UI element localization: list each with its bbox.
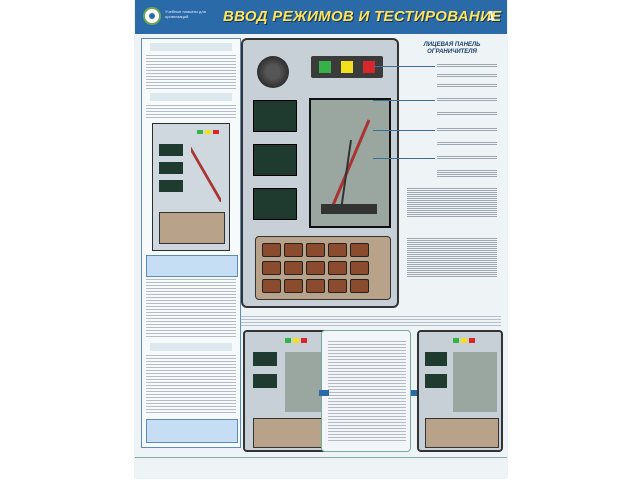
- display-unit-1: [253, 100, 297, 132]
- leader-line: [373, 158, 435, 159]
- text-block: [146, 55, 236, 89]
- panel-button[interactable]: [328, 279, 347, 293]
- bottom-panel-right: [417, 330, 503, 452]
- poster-footer: [135, 457, 507, 478]
- lamp-red-icon: [469, 338, 475, 343]
- indicator-unit: [425, 374, 447, 388]
- crane-screen: [453, 352, 497, 412]
- lamp-red-icon: [301, 338, 307, 343]
- panel-button[interactable]: [350, 243, 369, 257]
- lamp-green-icon: [453, 338, 459, 343]
- panel-button[interactable]: [328, 261, 347, 275]
- arrow-right-icon: [411, 390, 421, 396]
- panel-button[interactable]: [262, 279, 281, 293]
- lamp-yellow-icon: [341, 61, 353, 73]
- panel-button[interactable]: [328, 243, 347, 257]
- logo-caption: Учебные плакаты для организаций: [165, 9, 206, 19]
- crane-screen: [309, 98, 391, 228]
- section-heading-2: [150, 93, 232, 101]
- callout-text: [437, 170, 497, 178]
- indicator-unit: [159, 180, 183, 192]
- display-unit-3: [253, 188, 297, 220]
- text-block: [146, 105, 236, 119]
- indicator-unit: [425, 352, 447, 366]
- poster-header: Учебные плакаты для организаций ВВОД РЕЖ…: [135, 0, 507, 34]
- panel-notes: [241, 316, 501, 328]
- mini-panel-diagram: [152, 123, 230, 251]
- crane-diagram-icon: [321, 119, 377, 214]
- lamp-yellow-icon: [461, 338, 467, 343]
- callout-text: [437, 142, 497, 146]
- left-instructions-column: [141, 38, 241, 448]
- panel-button[interactable]: [262, 243, 281, 257]
- lamp-yellow-icon: [205, 130, 211, 134]
- page-number: 1: [487, 8, 495, 23]
- lamp-green-icon: [285, 338, 291, 343]
- right-callouts-column: ЛИЦЕВАЯ ПАНЕЛЬ ОГРАНИЧИТЕЛЯ: [373, 38, 501, 308]
- poster-title: ВВОД РЕЖИМОВ И ТЕСТИРОВАНИЕ: [223, 8, 502, 25]
- panel-heading: ЛИЦЕВАЯ ПАНЕЛЬ ОГРАНИЧИТЕЛЯ: [423, 42, 481, 55]
- indicator-unit: [253, 352, 277, 366]
- panel-button[interactable]: [350, 279, 369, 293]
- panel-button[interactable]: [306, 243, 325, 257]
- button-block: [425, 418, 499, 448]
- leader-line: [373, 100, 435, 101]
- panel-button[interactable]: [306, 279, 325, 293]
- display-unit-2: [253, 144, 297, 176]
- indicator-unit: [159, 144, 183, 156]
- lamp-yellow-icon: [293, 338, 299, 343]
- text-block: [146, 279, 236, 339]
- callout-text: [437, 98, 497, 102]
- text-block: [146, 355, 236, 415]
- callout-text: [437, 156, 497, 160]
- panel-button[interactable]: [284, 279, 303, 293]
- bottom-middle-notes: [321, 330, 411, 452]
- control-buttons-block: [255, 236, 391, 300]
- limiter-front-panel: [241, 38, 399, 308]
- panel-button[interactable]: [262, 261, 281, 275]
- speaker-icon: [257, 56, 289, 88]
- logo-icon: [143, 7, 161, 25]
- arrow-right-icon: [319, 390, 329, 396]
- callout-text: [407, 238, 497, 278]
- callout-text: [437, 128, 497, 132]
- indicator-unit: [253, 374, 277, 388]
- callout-text: [437, 64, 497, 68]
- callout-text: [437, 84, 497, 88]
- panel-button[interactable]: [350, 261, 369, 275]
- leader-line: [373, 130, 435, 131]
- lamp-red-icon: [213, 130, 219, 134]
- button-block: [159, 212, 225, 244]
- callout-text: [437, 112, 497, 116]
- callout-text: [437, 74, 497, 78]
- leader-line: [373, 66, 435, 67]
- note-box: [146, 255, 238, 277]
- section-heading-1: [150, 43, 232, 51]
- lamp-red-icon: [363, 61, 375, 73]
- panel-button[interactable]: [306, 261, 325, 275]
- indicator-unit: [159, 162, 183, 174]
- lamp-green-icon: [319, 61, 331, 73]
- indicator-lamps: [311, 56, 383, 78]
- poster: Учебные плакаты для организаций ВВОД РЕЖ…: [135, 0, 507, 478]
- panel-button[interactable]: [284, 243, 303, 257]
- text-block: [328, 341, 406, 441]
- section-heading-3: [150, 343, 232, 351]
- panel-button[interactable]: [284, 261, 303, 275]
- crane-diagram-icon: [191, 144, 221, 202]
- note-box: [146, 419, 238, 443]
- lamp-green-icon: [197, 130, 203, 134]
- callout-text: [407, 188, 497, 218]
